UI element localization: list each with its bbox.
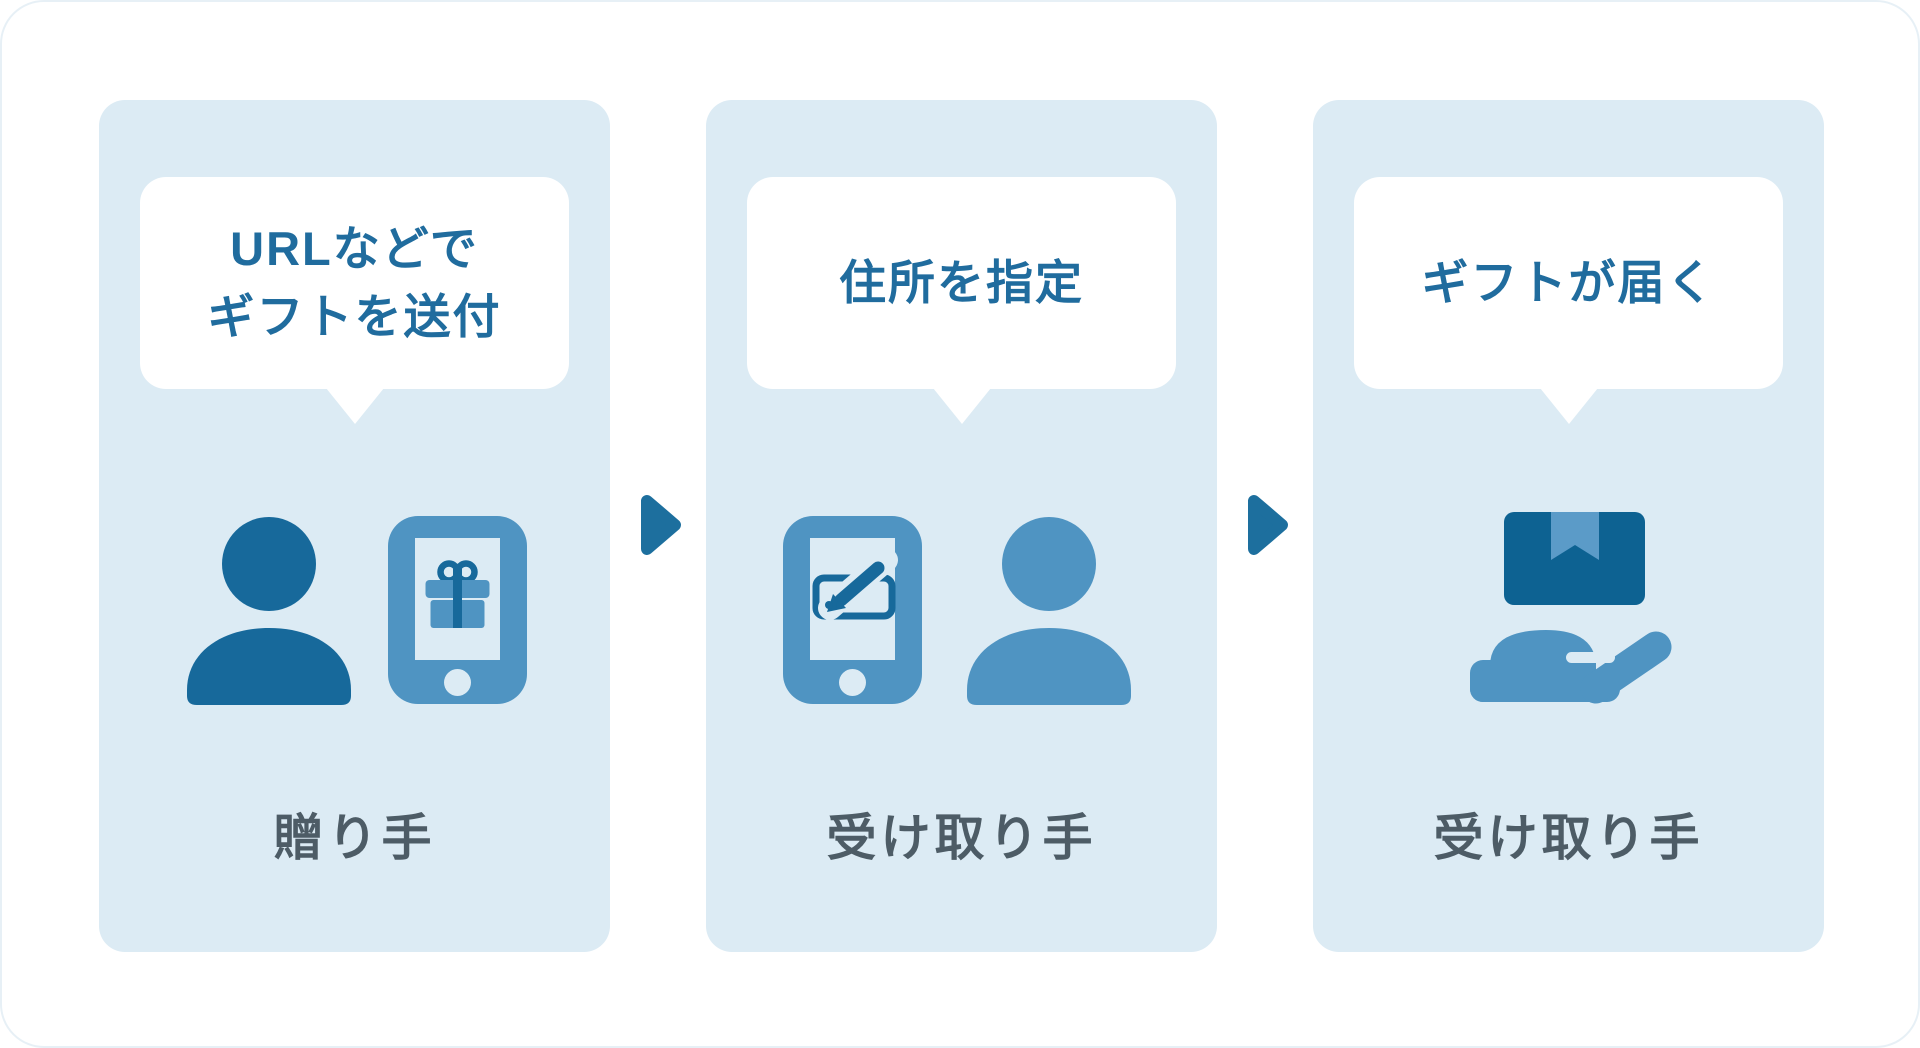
package-on-hand-icon bbox=[1469, 512, 1671, 704]
address-form-edit-icon bbox=[812, 548, 898, 620]
bubble-text-line: ギフトを送付 bbox=[207, 290, 502, 343]
speech-bubble: 住所を指定 bbox=[747, 177, 1176, 389]
person-icon bbox=[967, 517, 1131, 705]
bubble-text-line: URLなどで bbox=[230, 222, 479, 275]
step-panel-receiver-delivery: ギフトが届く 受け取り手 bbox=[1313, 100, 1824, 952]
speech-bubble: URLなどで ギフトを送付 bbox=[140, 177, 569, 389]
arrow-right-icon bbox=[1248, 495, 1288, 555]
person-icon bbox=[186, 517, 351, 705]
role-label: 贈り手 bbox=[273, 810, 436, 866]
icon-group-delivery bbox=[1313, 510, 1824, 710]
smartphone-gift-icon bbox=[387, 516, 527, 704]
open-hand-icon bbox=[1469, 630, 1671, 704]
person-and-phone-gift-illustration bbox=[186, 516, 527, 705]
speech-bubble: ギフトが届く bbox=[1354, 177, 1783, 389]
phone-edit-and-person-illustration bbox=[783, 516, 1131, 705]
step-panel-receiver-address: 住所を指定 bbox=[706, 100, 1217, 952]
role-label: 受け取り手 bbox=[1433, 810, 1704, 866]
bubble-text-line: 住所を指定 bbox=[839, 256, 1084, 309]
icon-group-sender bbox=[99, 510, 610, 710]
gift-icon bbox=[425, 560, 489, 628]
step-panel-sender: URLなどで ギフトを送付 bbox=[99, 100, 610, 952]
package-icon bbox=[1503, 512, 1645, 605]
smartphone-address-edit-icon bbox=[783, 516, 922, 704]
bubble-text-line: ギフトが届く bbox=[1421, 256, 1716, 309]
role-label: 受け取り手 bbox=[826, 810, 1097, 866]
icon-group-receiver bbox=[706, 510, 1217, 710]
arrow-right-icon bbox=[641, 495, 681, 555]
